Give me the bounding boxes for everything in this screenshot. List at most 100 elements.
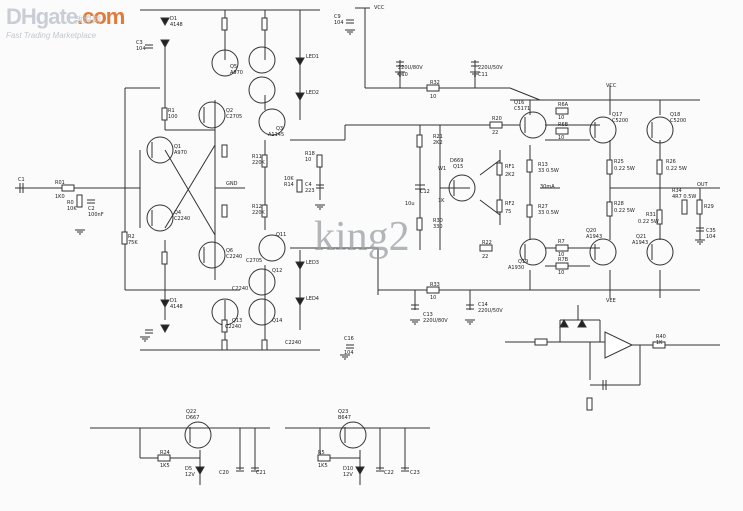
resistors [61,17,703,462]
transistor-q19 [519,238,547,266]
label-r6a-val: 10 [558,115,564,121]
label-r26: R26 [666,159,676,165]
label-r34: R34 [672,188,682,194]
resistor-r6b [555,127,569,135]
label-r30-val: 330 [433,224,443,230]
label-r18: R18 [305,151,315,157]
label-q17: Q17 [612,112,622,118]
label-r25-val: 0.22 5W [614,166,635,172]
resistor-r32 [426,84,440,92]
transistor-q20 [589,238,617,266]
label-q20-val: A1943 [586,234,602,240]
label-r14: R14 [284,182,294,188]
label-r30: R30 [433,218,443,224]
resistor-rf1 [496,162,503,176]
dhgate-logo: DHgate.com 敦煌网 Fast Trading Marketplace [6,4,131,64]
label-q22-val: D667 [186,415,199,421]
label-led4: LED4 [306,296,319,302]
led2 [295,92,305,102]
resistor-r10 [221,204,228,218]
label-d10: D10 [343,466,353,472]
transistor-q23 [339,421,367,449]
label-c12-val: 10u [405,201,415,207]
label-r12-val: 220K [252,210,266,216]
label-q23: Q23 [338,409,348,415]
label-r21-val: 2K2 [433,140,443,146]
transistor-q11 [258,234,286,262]
label-c12: C12 [420,189,430,195]
label-rf2: RF2 [505,201,515,207]
zener-d5 [195,466,205,476]
led1 [295,57,305,67]
label-q15: Q15 [453,164,463,170]
label-r26-val: 0.22 5W [666,166,687,172]
transistor-q22 [184,421,212,449]
resistor-r22 [479,244,493,252]
resistor-r5 [317,454,331,462]
transistor-q1 [146,136,174,164]
transistor-q15 [448,174,476,202]
label-r34-val: 4R7 0.5W [672,194,696,200]
logo-tagline: Fast Trading Marketplace [6,31,97,40]
resistor-r30 [416,217,423,231]
resistor-r33 [426,286,440,294]
resistor-r01 [61,184,75,192]
label-c9: C9 [334,14,341,20]
label-q1-val: A970 [174,150,187,156]
resistor-r24 [157,454,171,462]
logo-brand-cn: 敦煌网 [74,16,102,26]
resistor-r6a [555,107,569,115]
capacitors [19,19,704,472]
label-c11-val: 220U/50V [478,65,503,71]
label-q3: Q3 [276,126,283,132]
label-q16: Q16 [514,100,524,106]
label-rf1-val: 2K2 [505,172,515,178]
label-q19-val: A1930 [508,265,524,271]
label-d2-val: 4148 [170,22,183,28]
label-c11: C11 [478,72,488,78]
diode-d4 [160,324,170,334]
label-w1-val: 1K [438,198,445,204]
label-c10-val: 220U/80V [398,65,423,71]
resistor-r29 [696,199,703,215]
label-led3: LED3 [306,260,319,266]
label-q1: Q1 [174,144,181,150]
label-d1-val: 4148 [170,304,183,310]
label-r28-val: 0.22 5W [614,208,635,214]
label-c2-val: 100nF [88,212,104,218]
label-r14-val: 10K [284,176,294,182]
diode-d3 [160,39,170,49]
label-r22: R22 [482,240,492,246]
label-out: OUT [697,182,709,188]
label-q19: Q19 [518,259,528,265]
resistor-r42 [586,397,593,411]
resistor-r26 [656,159,663,175]
label-r29: R29 [704,204,714,210]
label-q23-val: B647 [338,415,351,421]
label-q21: Q21 [636,234,646,240]
label-c22: C22 [384,470,394,476]
label-r2: R2 [128,234,135,240]
label-r21: R21 [433,134,443,140]
label-r0: R0 [67,200,74,206]
label-r0-val: 10K [67,206,77,212]
resistor-r20 [489,121,503,129]
resistor-r2 [121,231,128,245]
label-q2: Q2 [226,108,233,114]
opamp-symbol [604,331,634,359]
watermark-text: king2 [314,214,410,260]
resistor-r27 [526,204,533,218]
label-r01: R01 [55,180,65,186]
label-w1: W1 [438,166,446,172]
label-q15-val: D669 [450,158,463,164]
label-vee: VEE [606,298,616,304]
zener-d10 [355,466,365,476]
resistor-r40 [652,341,666,349]
label-q4-val: C2240 [174,216,190,222]
label-q6: Q6 [226,248,233,254]
label-r1: R1 [168,108,175,114]
label-q22: Q22 [186,409,196,415]
label-r7b: R7B [558,257,569,263]
